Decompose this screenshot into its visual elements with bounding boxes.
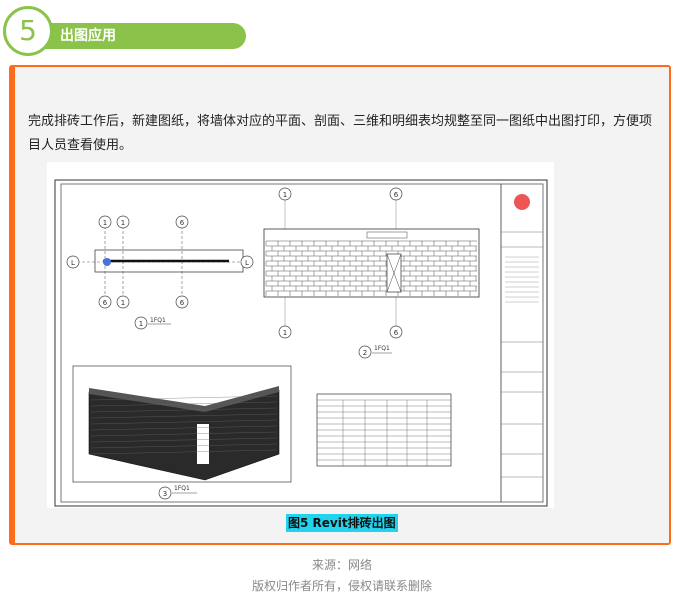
figure-caption: 图5 Revit排砖出图 xyxy=(286,514,398,532)
brick-line xyxy=(90,395,278,401)
section-title: 出图应用 xyxy=(60,28,116,44)
elevation-grid-bubble xyxy=(278,187,292,201)
svg-text:1: 1 xyxy=(103,219,107,227)
view-3d-marker xyxy=(158,486,172,500)
brick-line xyxy=(90,449,278,455)
svg-text:L: L xyxy=(245,259,249,267)
elevation-view-number: 2 xyxy=(363,349,367,357)
selected-wall-marker xyxy=(103,258,111,266)
brick-line xyxy=(90,437,278,443)
svg-text:6: 6 xyxy=(180,299,185,307)
plan-grid-bubbles: 1 1 6 L L 6 1 6 xyxy=(66,215,254,309)
elevation-brick-wall xyxy=(263,228,480,298)
svg-text:6: 6 xyxy=(180,219,185,227)
brick-line xyxy=(90,413,278,419)
source-note: 来源：网络 xyxy=(311,558,372,572)
elevation-grid-bubble xyxy=(389,187,403,201)
brick-line xyxy=(90,407,278,413)
elevation-view-label: 1FQ1 xyxy=(374,345,390,352)
wall-3d-opening xyxy=(197,424,209,464)
dimension-label-box xyxy=(366,231,408,239)
copyright-note: 版权归作者所有，侵权请联系删除 xyxy=(251,579,432,593)
svg-text:L: L xyxy=(71,259,75,267)
section-header: 5 出图应用 xyxy=(0,0,684,64)
brick-line xyxy=(90,425,278,431)
grid-label: 1 xyxy=(283,191,287,199)
view-3d-label: 1FQ1 xyxy=(174,485,190,492)
brick-line xyxy=(90,431,278,437)
revit-drawing-sheet: 1 1 6 L L 6 1 6 1 1FQ1 1 6 1 6 xyxy=(47,162,554,508)
plan-view-marker xyxy=(134,316,148,330)
svg-text:6: 6 xyxy=(103,299,108,307)
title-block xyxy=(500,183,544,503)
company-logo xyxy=(514,194,530,210)
brick-line xyxy=(90,443,278,449)
brick-line xyxy=(90,419,278,425)
brick-line xyxy=(90,401,278,407)
svg-text:1: 1 xyxy=(121,219,125,227)
elevation-grid-bubble xyxy=(278,325,292,339)
wall-3d-top xyxy=(89,386,279,412)
svg-text:1: 1 xyxy=(121,299,125,307)
wall-3d-brick-lines xyxy=(90,395,278,455)
brick-pattern xyxy=(265,240,477,296)
elevation-grid-bubble xyxy=(389,325,403,339)
view-3d-number: 3 xyxy=(163,490,167,498)
drawing-svg: 1 1 6 L L 6 1 6 1 1FQ1 1 6 1 6 xyxy=(54,179,548,507)
plan-view-label: 1FQ1 xyxy=(150,317,166,324)
grid-label: 6 xyxy=(394,329,399,337)
grid-label: 1 xyxy=(283,329,287,337)
plan-view-number: 1 xyxy=(139,320,143,328)
section-title-bar xyxy=(36,23,246,49)
schedule-grid xyxy=(317,399,451,466)
section-number: 5 xyxy=(3,6,53,56)
grid-label: 6 xyxy=(394,191,399,199)
title-block-rows xyxy=(505,256,539,303)
paragraph: 完成排砖工作后，新建图纸，将墙体对应的平面、剖面、三维和明细表均规整至同一图纸中… xyxy=(28,114,653,153)
elevation-view-marker xyxy=(358,345,372,359)
